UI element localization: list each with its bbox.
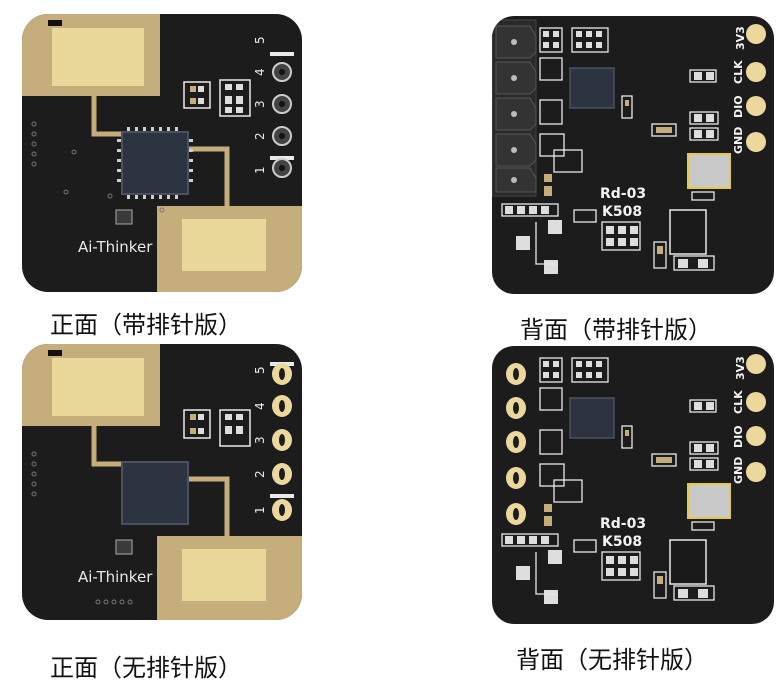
pin-numbers: 5 4 3 2 1 bbox=[253, 366, 267, 514]
passive-components bbox=[115, 409, 251, 555]
pin-label: DIO bbox=[732, 95, 745, 118]
pin-number: 4 bbox=[253, 402, 267, 410]
castellated-pads bbox=[270, 362, 294, 521]
antenna-patch-bottom bbox=[182, 549, 266, 601]
gold-pads bbox=[544, 100, 672, 254]
model-text: Rd-03 bbox=[600, 186, 646, 202]
front-board-graphic: Ai-Thinker 5 4 3 2 1 bbox=[22, 14, 302, 292]
back-board-graphic: Rd-03 K508 3V3 CLK DIO GND bbox=[501, 354, 766, 604]
marker bbox=[48, 350, 62, 356]
back-with-header-panel: Rd-03 K508 3V3 CLK DIO GND 背面（带排针版） bbox=[490, 0, 784, 344]
feed-line-bottom bbox=[187, 476, 230, 549]
pin-number: 1 bbox=[253, 166, 267, 174]
antenna-patch-top bbox=[52, 358, 144, 416]
back-chip bbox=[569, 67, 615, 109]
inductor bbox=[669, 539, 707, 585]
marker bbox=[48, 20, 62, 26]
pin-label: CLK bbox=[732, 390, 745, 414]
pin-number: 5 bbox=[253, 36, 267, 44]
caption-back-with-header: 背面（带排针版） bbox=[520, 316, 712, 344]
pin-label: DIO bbox=[732, 425, 745, 448]
pin-number: 5 bbox=[253, 366, 267, 374]
castellated-pads bbox=[506, 363, 526, 525]
gold-pads bbox=[544, 430, 672, 584]
front-board: Ai-Thinker 5 4 3 2 1 bbox=[22, 14, 302, 292]
code-text: K508 bbox=[602, 204, 642, 220]
inductor bbox=[669, 209, 707, 255]
code-text: K508 bbox=[602, 534, 642, 550]
right-pads bbox=[746, 354, 766, 482]
caption-back-no-header: 背面（无排针版） bbox=[516, 646, 708, 674]
pin-number: 2 bbox=[253, 470, 267, 478]
feed-line-top bbox=[91, 416, 122, 467]
feed-line-bottom bbox=[187, 146, 230, 219]
model-text: Rd-03 bbox=[600, 516, 646, 532]
header-strip bbox=[492, 19, 537, 197]
via-dots bbox=[31, 451, 133, 605]
pin-label: CLK bbox=[732, 60, 745, 84]
header-pins bbox=[270, 52, 294, 178]
silk-outline bbox=[535, 552, 556, 595]
pin-number: 3 bbox=[253, 436, 267, 444]
back-board: Rd-03 K508 3V3 CLK DIO GND bbox=[492, 16, 774, 294]
pin-label: 3V3 bbox=[734, 356, 747, 380]
pin-number: 3 bbox=[253, 100, 267, 108]
back-no-header-panel: Rd-03 K508 3V3 CLK DIO GND 背面（无排针版） bbox=[490, 340, 784, 685]
pad-fills bbox=[505, 31, 714, 274]
via-dots bbox=[31, 121, 165, 213]
caption-front-no-header: 正面（无排针版） bbox=[50, 654, 242, 682]
back-board: Rd-03 K508 3V3 CLK DIO GND bbox=[492, 346, 774, 624]
pin-number: 4 bbox=[253, 68, 267, 76]
front-board: Ai-Thinker 5 4 3 2 1 bbox=[22, 344, 302, 620]
passive-components bbox=[115, 79, 251, 225]
pin-label: GND bbox=[732, 127, 745, 154]
chip-pads bbox=[117, 127, 193, 199]
radar-chip bbox=[121, 461, 189, 525]
antenna-patch-bottom bbox=[182, 219, 266, 271]
passive-components bbox=[501, 357, 719, 601]
crystal bbox=[687, 153, 731, 189]
pin-number: 2 bbox=[253, 132, 267, 140]
pin-number: 1 bbox=[253, 506, 267, 514]
right-pads bbox=[746, 24, 766, 152]
front-board-graphic: Ai-Thinker 5 4 3 2 1 bbox=[22, 344, 302, 620]
back-board-graphic: Rd-03 K508 3V3 CLK DIO GND bbox=[492, 19, 766, 274]
pin-numbers: 5 4 3 2 1 bbox=[253, 36, 267, 174]
brand-text: Ai-Thinker bbox=[78, 238, 153, 256]
radar-chip bbox=[121, 131, 189, 195]
front-no-header-panel: Ai-Thinker 5 4 3 2 1 正面（无排针版） bbox=[0, 340, 330, 685]
right-pin-labels: 3V3 CLK DIO GND bbox=[732, 26, 747, 154]
pin-label: 3V3 bbox=[734, 26, 747, 50]
passive-components bbox=[501, 27, 719, 271]
back-chip bbox=[569, 397, 615, 439]
brand-text: Ai-Thinker bbox=[78, 568, 153, 586]
feed-line-top bbox=[91, 86, 122, 137]
front-with-header-panel: Ai-Thinker 5 4 3 2 1 正面（带排针版） bbox=[0, 0, 330, 340]
antenna-patch-top bbox=[52, 28, 144, 86]
silk-outline bbox=[535, 222, 556, 265]
caption-front-with-header: 正面（带排针版） bbox=[50, 311, 242, 339]
crystal bbox=[687, 483, 731, 519]
right-pin-labels: 3V3 CLK DIO GND bbox=[732, 356, 747, 484]
pin-label: GND bbox=[732, 457, 745, 484]
